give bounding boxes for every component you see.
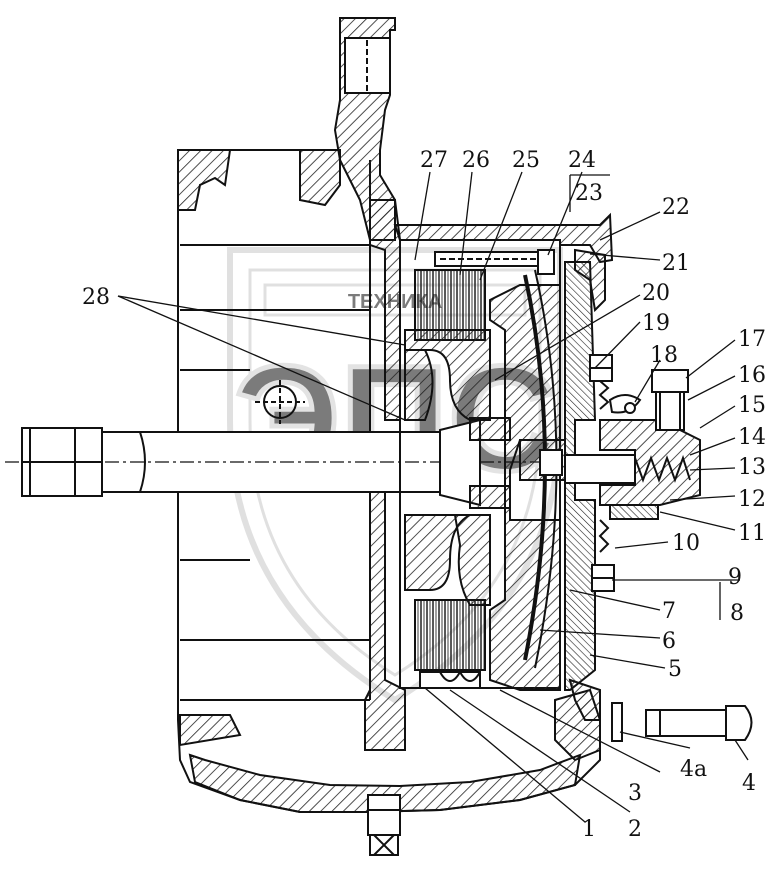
callout-4: 4	[742, 771, 756, 796]
callout-2: 2	[628, 817, 642, 842]
callout-20: 20	[642, 281, 670, 306]
callout-14: 14	[738, 425, 766, 450]
callout-5: 5	[668, 657, 682, 682]
return-spring	[634, 454, 691, 483]
input-shaft	[5, 417, 560, 509]
bolt-4	[645, 705, 753, 741]
callout-13: 13	[738, 455, 766, 480]
callout-9: 9	[728, 565, 742, 590]
clutch-housing	[177, 17, 614, 856]
cover-screw-upper	[589, 354, 613, 410]
callout-23: 23	[575, 181, 603, 206]
callout-1: 1	[582, 817, 596, 842]
release-rod	[564, 454, 636, 484]
callout-8: 8	[730, 601, 744, 626]
leader-lines	[117, 171, 749, 823]
oil-sump	[188, 753, 582, 813]
callout-19: 19	[642, 311, 670, 336]
callout-4a: 4а	[680, 757, 707, 782]
callout-labels: 27 26 25 24 23 22 21 28 20 19 18 17 16 1…	[82, 148, 766, 842]
callout-24: 24	[568, 148, 596, 173]
callout-27: 27	[420, 148, 448, 173]
cover-plate	[564, 261, 597, 691]
callout-16: 16	[738, 363, 766, 388]
clutch-pack	[399, 239, 597, 691]
seal-ring	[609, 504, 659, 520]
clutch-hub-upper	[404, 329, 491, 421]
callout-25: 25	[512, 148, 540, 173]
callout-3: 3	[628, 781, 642, 806]
callout-22: 22	[662, 195, 690, 220]
adjuster-bolt	[651, 369, 689, 431]
release-mechanism	[564, 354, 753, 742]
callout-15: 15	[738, 393, 766, 418]
callout-21: 21	[662, 251, 690, 276]
friction-plates-upper	[414, 269, 486, 341]
washer-4a	[611, 702, 623, 742]
housing-wall	[369, 199, 401, 421]
callout-6: 6	[662, 629, 676, 654]
callout-26: 26	[462, 148, 490, 173]
callout-7: 7	[662, 599, 676, 624]
callout-11: 11	[738, 521, 766, 546]
callout-10: 10	[672, 531, 700, 556]
callout-17: 17	[738, 327, 766, 352]
callout-28: 28	[82, 285, 110, 310]
cover-screw-lower	[591, 519, 615, 592]
friction-plates-lower	[414, 599, 486, 671]
callout-18: 18	[650, 343, 678, 368]
callout-12: 12	[738, 487, 766, 512]
drain-plug	[367, 794, 401, 856]
